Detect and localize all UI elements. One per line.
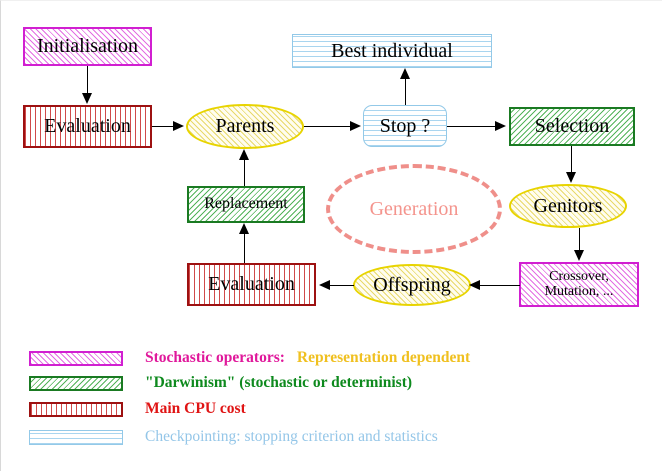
arrow-genitors-to-crossover-head (574, 250, 584, 261)
arrow-parents-to-stop-head (350, 121, 361, 131)
legend-row-stochastic-operators: Stochastic operators: Representation dep… (29, 349, 470, 367)
legend-swatch-main-cpu-cost (29, 401, 123, 417)
arrow-crossover-to-offspring-line (478, 285, 520, 286)
arrow-stop-to-selection-line (447, 126, 499, 127)
node-initialisation[interactable]: Initialisation (23, 27, 152, 66)
legend-swatch-checkpointing (29, 429, 123, 445)
arrow-parents-to-stop-line (304, 126, 354, 127)
node-evaluation-bottom[interactable]: Evaluation (187, 263, 316, 306)
arrow-selection-to-genitors-head (566, 172, 576, 183)
node-genitors[interactable]: Genitors (509, 184, 627, 228)
arrow-evaluation-to-replacement-line (244, 230, 245, 263)
arrow-genitors-to-crossover-line (579, 228, 580, 251)
node-offspring-label: Offspring (373, 273, 451, 296)
arrow-stop-to-best-individual-line (405, 75, 406, 105)
arrow-replacement-to-parents-head (239, 149, 249, 160)
legend-row-main-cpu-cost: Main CPU cost (29, 400, 246, 418)
node-selection[interactable]: Selection (509, 107, 635, 146)
arrow-offspring-to-evaluation-head (319, 280, 330, 290)
arrow-crossover-to-offspring-head (469, 280, 480, 290)
arrow-initialisation-to-evaluation-line (87, 66, 88, 95)
arrow-stop-to-best-individual-head (400, 68, 410, 79)
node-offspring[interactable]: Offspring (353, 264, 471, 306)
node-genitors-label: Genitors (533, 194, 603, 217)
node-crossover-mutation[interactable]: Crossover, Mutation, ... (519, 262, 639, 307)
arrow-stop-to-selection-head (495, 121, 506, 131)
legend-label-representation-dependent: Representation dependent (296, 349, 471, 366)
node-replacement[interactable]: Replacement (187, 186, 305, 223)
legend-row-darwinism: "Darwinism" (stochastic or determinist) (29, 374, 412, 392)
node-replacement-label: Replacement (204, 195, 288, 213)
node-evaluation-bottom-label: Evaluation (208, 273, 295, 295)
legend-swatch-stochastic-operators (29, 350, 123, 366)
node-generation-loop: Generation (326, 164, 502, 254)
node-evaluation-top[interactable]: Evaluation (23, 105, 152, 148)
legend-label-checkpointing: Checkpointing: stopping criterion and st… (145, 428, 438, 445)
node-parents[interactable]: Parents (186, 104, 304, 149)
node-best-individual-label: Best individual (331, 39, 453, 62)
node-stop[interactable]: Stop ? (363, 105, 447, 147)
legend-swatch-darwinism (29, 375, 123, 391)
node-selection-label: Selection (534, 115, 610, 137)
arrow-evaluation-to-parents-head (173, 121, 184, 131)
arrow-offspring-to-evaluation-line (328, 285, 354, 286)
node-evaluation-top-label: Evaluation (44, 115, 131, 137)
arrow-initialisation-to-evaluation-head (82, 93, 92, 104)
node-parents-label: Parents (215, 115, 275, 137)
node-stop-label: Stop ? (379, 114, 431, 137)
legend-label-main-cpu-cost: Main CPU cost (145, 400, 246, 417)
arrow-evaluation-to-parents-line (152, 126, 178, 127)
legend-label-darwinism: "Darwinism" (stochastic or determinist) (145, 374, 413, 391)
node-best-individual[interactable]: Best individual (292, 34, 492, 68)
arrow-selection-to-genitors-line (571, 146, 572, 174)
node-initialisation-label: Initialisation (36, 35, 139, 57)
arrow-evaluation-to-replacement-head (239, 223, 249, 234)
arrow-replacement-to-parents-line (244, 156, 245, 186)
node-crossover-mutation-label: Crossover, Mutation, ... (544, 268, 614, 299)
legend-row-checkpointing: Checkpointing: stopping criterion and st… (29, 428, 438, 446)
legend-label-stochastic-operators: Stochastic operators: (145, 349, 285, 366)
node-generation-label: Generation (369, 197, 459, 220)
